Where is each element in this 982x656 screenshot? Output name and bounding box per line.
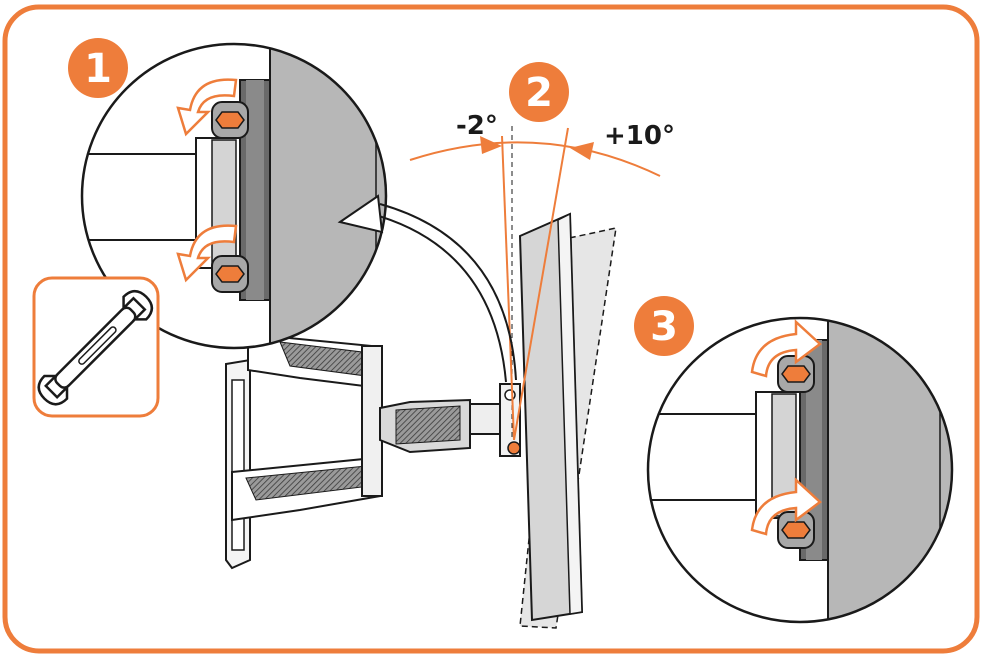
step-2-number: 2	[525, 70, 553, 116]
step-1-detail	[80, 42, 388, 350]
plus-10-degree-line	[513, 127, 569, 441]
clockwise-arrow-icon	[750, 319, 822, 378]
step-1-badge: 1	[68, 38, 128, 98]
counterclockwise-arrow-icon	[176, 224, 238, 283]
step-2-badge: 2	[509, 62, 569, 122]
arc-arrow-right	[570, 142, 594, 160]
tilt-pivot-lower	[507, 441, 521, 455]
extension-arm-texture	[395, 405, 461, 445]
step-3-detail	[646, 316, 954, 624]
wall-mount-assembly	[225, 332, 521, 570]
tilt-angle-indicator: -2° +10°	[409, 111, 675, 441]
upper-bolt-icon	[777, 355, 815, 393]
lower-bolt-icon	[777, 511, 815, 549]
tilt-arc	[409, 141, 661, 177]
step-1-number: 1	[84, 46, 112, 92]
tilt-min-label: -2°	[456, 111, 498, 141]
wall-plate-inner	[231, 379, 245, 551]
wrench-tool-box	[32, 276, 160, 418]
detail-callout-arrow	[371, 213, 507, 383]
lower-bolt-icon	[211, 255, 249, 293]
arc-arrow-left	[480, 136, 502, 154]
callout-arrow-head	[337, 194, 384, 234]
upper-bolt-icon	[211, 101, 249, 139]
tilt-max-label: +10°	[604, 121, 675, 151]
tv-screen-edge	[557, 212, 583, 615]
step-3-number: 3	[650, 304, 678, 350]
tilt-pivot-upper	[504, 389, 516, 401]
clockwise-arrow-icon	[750, 477, 822, 536]
counterclockwise-arrow-icon	[176, 78, 238, 137]
step-3-detail-border	[646, 316, 954, 624]
wrench-icon	[37, 289, 154, 406]
step-3-badge: 3	[634, 296, 694, 356]
minus-2-degree-line	[501, 135, 515, 441]
step-1-detail-border	[80, 42, 388, 350]
